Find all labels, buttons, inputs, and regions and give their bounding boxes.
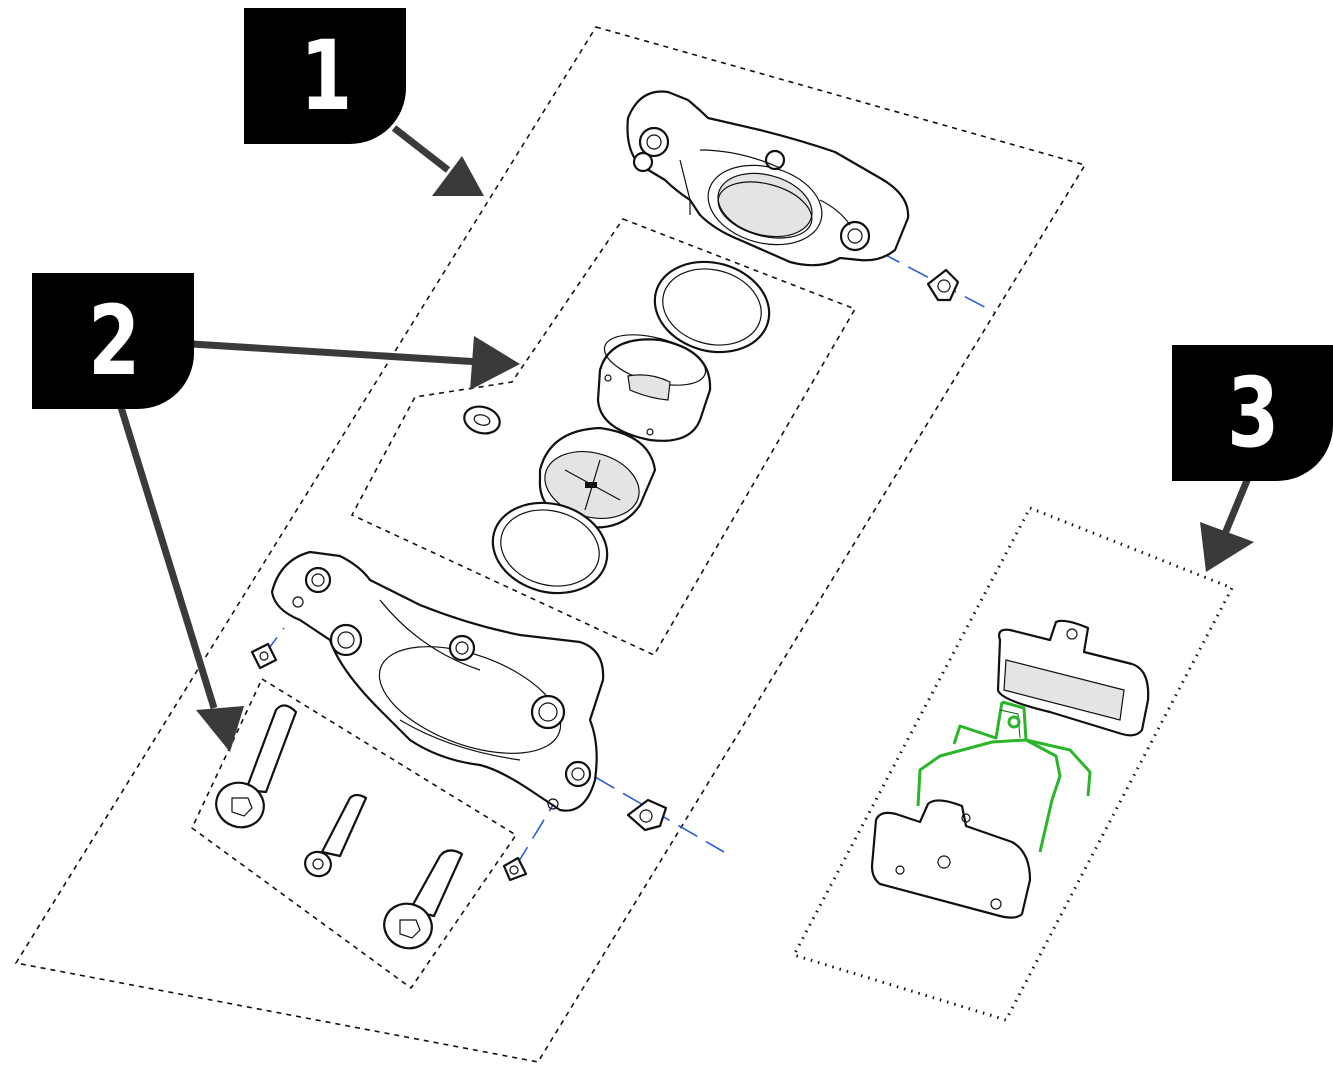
upper-caliper-half <box>626 90 910 267</box>
group-3-boundary <box>791 506 1235 1022</box>
arrow-3 <box>1200 476 1254 572</box>
arrow-2-seals <box>191 336 520 390</box>
callout-1-number: 1 <box>299 20 352 132</box>
group-2-bolt-boundary <box>190 677 518 990</box>
arrow-1 <box>391 125 484 196</box>
mounting-bolt-long-2 <box>383 849 464 950</box>
mounting-bolt-short <box>304 793 368 878</box>
callout-3: 3 <box>1172 345 1333 481</box>
callout-2: 2 <box>32 273 194 409</box>
small-washer <box>463 405 501 435</box>
mounting-bolt-long-1 <box>215 704 298 829</box>
arrow-2-bolts <box>116 402 244 752</box>
upper-piston-seal <box>653 260 771 354</box>
brake-pad-upper <box>996 619 1150 737</box>
lower-caliper-half <box>270 550 605 812</box>
lower-piston <box>538 426 657 529</box>
callout-3-number: 3 <box>1227 357 1279 469</box>
brake-pad-lower <box>870 799 1032 919</box>
upper-piston <box>596 334 712 442</box>
bolt-axis-right <box>515 799 557 867</box>
set-screw-left <box>250 642 278 670</box>
lower-piston-seal <box>491 501 609 595</box>
pad-retention-spring <box>916 700 1092 853</box>
lower-bleed-fitting <box>626 798 668 832</box>
group-2-seal-boundary <box>350 218 857 657</box>
callout-2-number: 2 <box>87 285 140 397</box>
set-screw-right <box>502 856 528 882</box>
upper-bleed-fitting <box>926 268 960 302</box>
callout-1: 1 <box>244 8 406 144</box>
